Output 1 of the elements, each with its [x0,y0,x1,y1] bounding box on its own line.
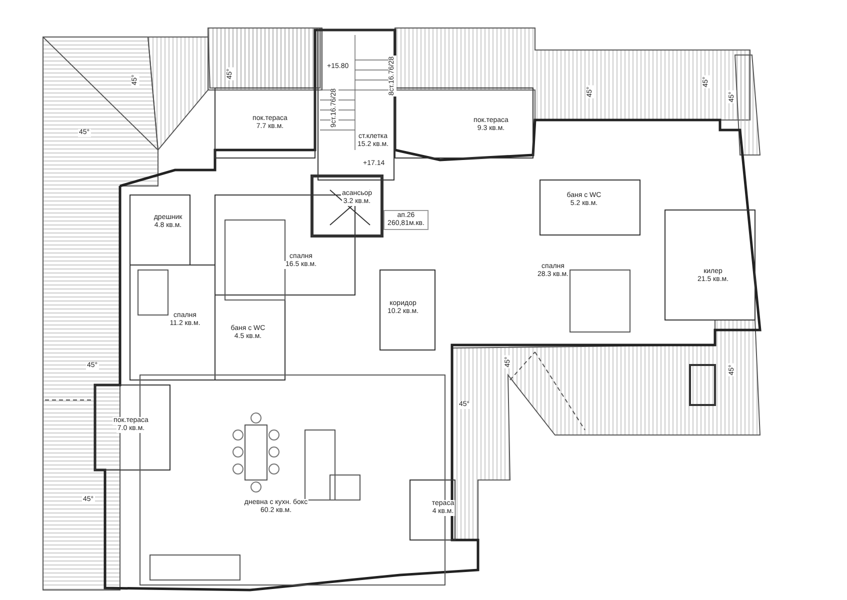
apartment-label-box [384,210,428,230]
